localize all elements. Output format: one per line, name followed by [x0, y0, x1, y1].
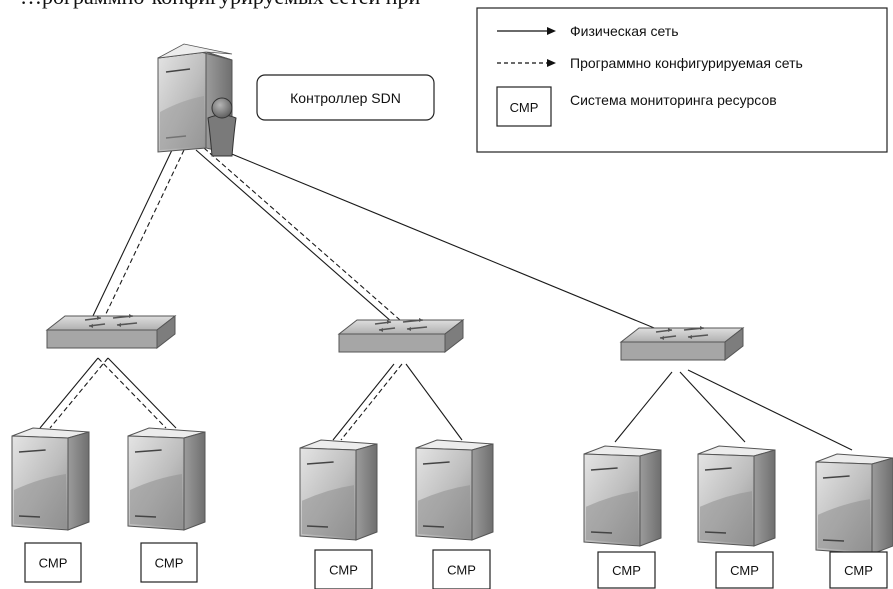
link-physical-controller-switch3: [221, 149, 665, 333]
link-physical-sw1-srv2: [107, 357, 177, 429]
link-sdn-sw2-srv3: [340, 363, 403, 441]
cmp-label: СМР: [39, 556, 68, 571]
legend-cmp-box: [496, 86, 552, 127]
switches: [45, 314, 745, 362]
legend: Физическая сеть Программно конфигурируем…: [476, 7, 888, 153]
switch-2-icon: [337, 318, 465, 354]
cmp-box: СМР: [829, 551, 888, 589]
cmp-label: СМР: [612, 563, 641, 578]
link-physical-sw2-srv4: [405, 363, 463, 441]
controller-label-box: Контроллер SDN: [256, 74, 435, 121]
server-6-icon: [697, 445, 776, 547]
server-2-icon: [127, 427, 206, 531]
legend-cmp-box-label: СМР: [510, 100, 539, 115]
link-physical-controller-switch2: [195, 149, 393, 323]
link-physical-sw3-srv6: [679, 371, 746, 443]
cmp-box: СМР: [597, 551, 656, 589]
cmp-box: СМР: [715, 551, 774, 589]
legend-sdn-label: Программно конфигурируемая сеть: [570, 55, 803, 71]
controller-label: Контроллер SDN: [290, 90, 401, 106]
legend-frame: [476, 7, 888, 153]
link-physical-controller-switch1: [91, 149, 173, 319]
legend-cmp-description: Система мониторинга ресурсов: [570, 92, 777, 108]
link-physical-sw3-srv5: [614, 371, 673, 443]
link-sdn-controller-switch2: [203, 147, 401, 321]
switch-3-icon: [619, 326, 745, 362]
link-physical-sw3-srv7: [687, 369, 853, 451]
server-5-icon: [583, 445, 662, 547]
cmp-box: СМР: [140, 542, 198, 583]
switch-1-icon: [45, 314, 177, 350]
link-sdn-controller-switch1: [103, 149, 185, 319]
server-1-icon: [11, 427, 90, 531]
cmp-box: СМР: [314, 549, 373, 589]
link-physical-sw2-srv3: [332, 363, 395, 441]
servers: [11, 427, 893, 555]
connections: [39, 147, 853, 451]
cmp-label: СМР: [844, 563, 873, 578]
link-physical-sw1-srv1: [39, 357, 99, 429]
cmp-label: СМР: [447, 563, 476, 578]
top-clipped-text: …рограммно-конфигурируемых сетей при: [20, 0, 421, 9]
cmp-label: СМР: [155, 556, 184, 571]
link-sdn-sw1-srv2: [97, 357, 167, 429]
server-7-icon: [815, 453, 893, 555]
cmp-boxes: СМР СМР СМР СМР СМР СМР СМР: [24, 542, 888, 589]
cmp-box: СМР: [24, 542, 82, 583]
link-sdn-sw1-srv1: [49, 357, 109, 429]
server-3-icon: [299, 439, 378, 541]
legend-arrow-head-icon: [547, 59, 556, 67]
cmp-label: СМР: [329, 563, 358, 578]
legend-arrow-head-icon: [547, 27, 556, 35]
cmp-label: СМР: [730, 563, 759, 578]
legend-physical-label: Физическая сеть: [570, 23, 679, 39]
cmp-box: СМР: [432, 549, 491, 589]
user-icon: [207, 97, 237, 157]
server-4-icon: [415, 439, 494, 541]
